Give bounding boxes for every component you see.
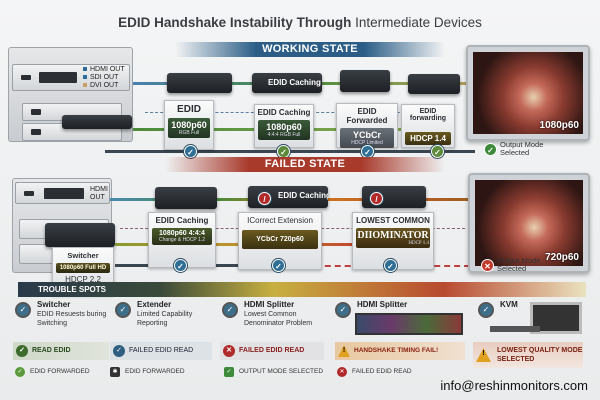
- output-check-icon: ✓: [484, 143, 497, 156]
- device-1-failed: [155, 187, 217, 209]
- magnifier-icon: ✓: [222, 302, 238, 318]
- output-fail-icon: ✕: [481, 259, 494, 272]
- signal-line: [115, 243, 360, 246]
- device-4: [408, 74, 460, 94]
- kvm-monitor-image: [530, 302, 582, 334]
- fail-icon: /: [370, 192, 383, 205]
- device-edid-caching: EDID Caching: [252, 73, 322, 93]
- working-state-banner: WORKING STATE: [175, 42, 445, 57]
- check-icon: ✓: [174, 259, 187, 272]
- kvm-keyboard-image: [490, 326, 540, 332]
- magnifier-icon: ✓: [15, 302, 31, 318]
- switcher-device-failed: [45, 223, 115, 247]
- page-title: EDID Handshake Instability Through Inter…: [118, 15, 482, 30]
- switcher-device: [62, 115, 132, 129]
- contact-email[interactable]: info@reshinmonitors.com: [440, 378, 588, 393]
- splitter-monitors-image: [355, 313, 463, 335]
- magnifier-icon: ✓: [335, 302, 351, 318]
- trouble-spots-banner: TROUBLE SPOTS: [18, 282, 586, 297]
- working-result: Output Mode Selected: [500, 140, 544, 157]
- monitor-failed: 720p60: [468, 173, 590, 273]
- trouble-kvm: ✓ KVM !LOWEST QUALITY MODE SELECTED: [473, 300, 588, 380]
- check-icon: ✓: [384, 259, 397, 272]
- magnifier-icon: ✓: [478, 302, 494, 318]
- check-icon: ✓: [272, 259, 285, 272]
- monitor-working: 1080p60: [466, 45, 590, 141]
- magnifier-icon: ✓: [115, 302, 131, 318]
- failed-state-banner: FAILED STATE: [165, 157, 445, 172]
- device-1: [167, 73, 232, 93]
- status-line: [105, 150, 475, 153]
- trouble-hdmi-splitter-2: ✓ HDMI Splitter !HANDSHAKE TIMING FAIL! …: [335, 300, 465, 380]
- device-3: [340, 70, 390, 92]
- failed-result: Output Mode Selected: [497, 256, 541, 273]
- fail-icon: /: [258, 192, 271, 205]
